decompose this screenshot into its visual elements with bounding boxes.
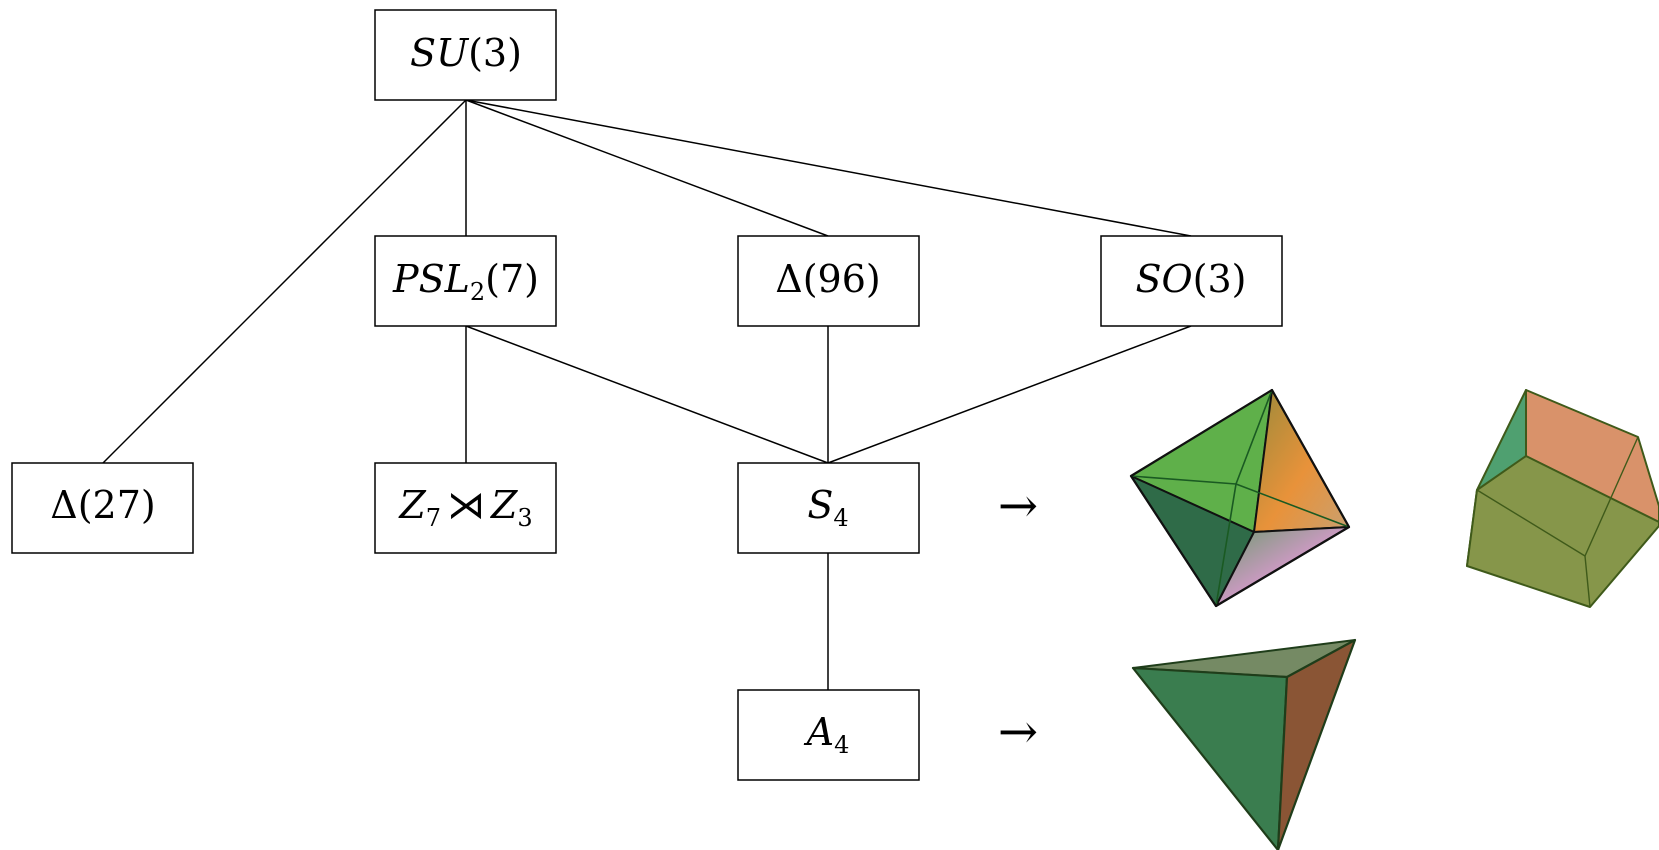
svg-text:Δ(96): Δ(96) xyxy=(775,257,880,301)
cube-hidden-edge-2 xyxy=(1584,555,1591,608)
node-psl27: PSL2(7) xyxy=(374,235,557,327)
svg-text:SU(3): SU(3) xyxy=(410,31,522,75)
node-delta96-symbol: Δ xyxy=(775,257,802,301)
node-z7z3-b: Z xyxy=(490,483,518,527)
octahedron-hidden-edge-1 xyxy=(1130,475,1237,485)
node-s4: S4 xyxy=(737,462,920,554)
node-so3-name: SO xyxy=(1135,257,1192,301)
node-z7z3-op: ⋊ xyxy=(447,483,485,527)
node-delta27-symbol: Δ xyxy=(50,483,77,527)
octahedron-hidden-edge-2 xyxy=(1235,389,1273,485)
cube-icon xyxy=(1466,389,1659,608)
edge-su3-delta96 xyxy=(465,99,829,237)
node-psl27-args: (7) xyxy=(485,257,539,301)
svg-text:SO(3): SO(3) xyxy=(1135,257,1246,301)
node-a4-name: A xyxy=(804,710,834,754)
cube-hidden-edge-1 xyxy=(1476,489,1586,557)
s4-arrow-icon: → xyxy=(998,478,1038,534)
edge-psl27-s4 xyxy=(465,325,829,464)
tetrahedron-face-front xyxy=(1131,666,1289,850)
edge-su3-so3 xyxy=(465,99,1192,237)
node-delta96-args: (96) xyxy=(803,257,881,301)
svg-text:S4: S4 xyxy=(807,483,848,532)
node-z7z3-a: Z xyxy=(398,483,426,527)
node-z7z3: Z7⋊Z3 xyxy=(374,462,557,554)
octahedron-icon xyxy=(1129,388,1351,608)
svg-text:PSL2(7): PSL2(7) xyxy=(392,257,539,306)
edge-so3-s4 xyxy=(827,325,1192,464)
svg-text:A4: A4 xyxy=(804,710,850,759)
octahedron-hidden-edge-4 xyxy=(1215,483,1237,607)
node-su3: SU(3) xyxy=(374,9,557,101)
svg-text:Z7⋊Z3: Z7⋊Z3 xyxy=(398,483,532,532)
node-z7z3-b-sub: 3 xyxy=(517,504,532,532)
edges xyxy=(102,99,1192,690)
svg-text:Δ(27): Δ(27) xyxy=(50,483,155,527)
node-z7z3-a-sub: 7 xyxy=(426,504,441,532)
node-s4-name: S xyxy=(807,483,833,527)
a4-arrow-icon: → xyxy=(998,704,1038,760)
node-delta27-args: (27) xyxy=(78,483,156,527)
node-psl27-sub: 2 xyxy=(470,278,485,306)
node-so3: SO(3) xyxy=(1100,235,1283,327)
octahedron-hidden-edge-3 xyxy=(1235,483,1350,528)
tetrahedron-face-right xyxy=(1276,638,1357,850)
node-a4: A4 xyxy=(737,689,920,781)
octahedron-outline xyxy=(1129,388,1351,608)
edge-su3-delta27 xyxy=(102,99,467,464)
tetrahedron-icon xyxy=(1131,638,1357,850)
node-so3-args: (3) xyxy=(1193,257,1247,301)
node-su3-args: (3) xyxy=(468,31,522,75)
node-psl27-name: PSL xyxy=(392,257,470,301)
cube-hidden-edge-3 xyxy=(1584,436,1639,557)
node-s4-sub: 4 xyxy=(833,504,848,532)
node-su3-name: SU xyxy=(410,31,470,75)
node-delta96: Δ(96) xyxy=(737,235,920,327)
node-a4-sub: 4 xyxy=(834,731,849,759)
node-delta27: Δ(27) xyxy=(11,462,194,554)
